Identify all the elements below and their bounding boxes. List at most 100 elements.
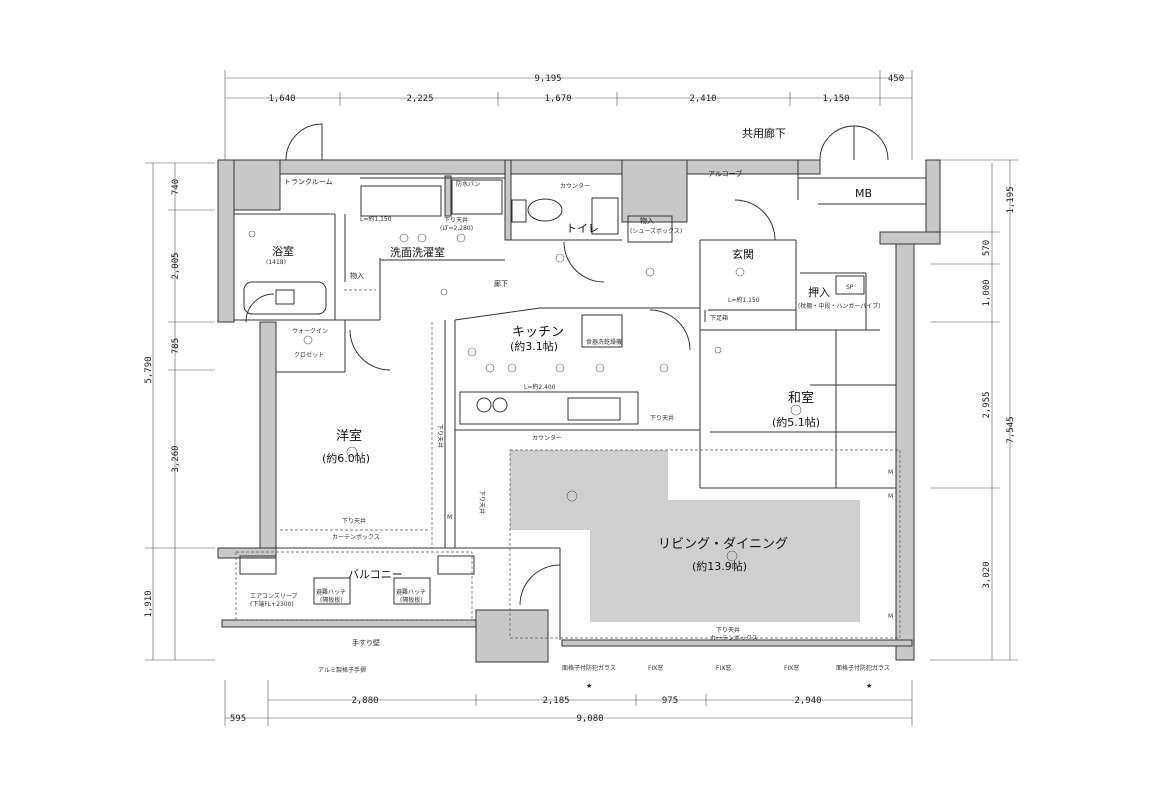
label-evac-sub-2: (隔板板) bbox=[400, 596, 423, 604]
dim-top-seg-3: 1,670 bbox=[544, 94, 571, 104]
dim-left-seg-4: 3,260 bbox=[171, 445, 181, 472]
stove-burner-2 bbox=[492, 397, 508, 413]
dim-top-extra: 450 bbox=[888, 74, 904, 84]
label-shoe-box: 下足箱 bbox=[710, 314, 728, 322]
dim-right-seg-5: 3,020 bbox=[982, 561, 992, 588]
label-fix-window-2: FIX窓 bbox=[716, 664, 731, 672]
bottom-dimensions: 2,880 2,185 975 2,940 9,080 595 bbox=[224, 680, 913, 726]
aircon-box-2 bbox=[437, 555, 475, 575]
label-storage-sub: (シューズボックス) bbox=[630, 227, 682, 235]
storage-box bbox=[627, 215, 673, 243]
label-washitsu: 和室 bbox=[788, 390, 814, 406]
label-ceiling-height-wash: (LT=2,280) bbox=[440, 225, 473, 232]
label-closet: クロゼット bbox=[294, 351, 324, 359]
kitchen-counter bbox=[459, 391, 639, 425]
label-living: リビング・ダイニング bbox=[658, 537, 788, 552]
label-alcove: アルコーブ bbox=[708, 169, 742, 178]
dim-left-seg-2: 2,005 bbox=[171, 252, 181, 279]
label-fix-window-1: FIX窓 bbox=[648, 664, 663, 672]
label-hallway: 廊下 bbox=[494, 279, 508, 288]
toilet-counter bbox=[591, 197, 619, 235]
fixture-symbols bbox=[248, 230, 802, 562]
aircon-box bbox=[239, 555, 277, 575]
evac-hatch-1-box bbox=[313, 577, 351, 605]
dim-left-total: 5,790 bbox=[144, 356, 154, 383]
label-m-4: M bbox=[888, 613, 893, 620]
label-sp: SP bbox=[846, 284, 854, 291]
doors bbox=[245, 123, 889, 606]
label-m-2: M bbox=[888, 469, 893, 476]
dim-top-seg-4: 2,410 bbox=[689, 94, 716, 104]
label-living-size: (約13.9帖) bbox=[692, 559, 747, 573]
bathtub bbox=[243, 281, 327, 315]
dim-left-seg-3: 785 bbox=[171, 338, 181, 354]
label-dishwasher: 食器洗乾燥機 bbox=[586, 338, 622, 346]
label-handrail: 手すり壁 bbox=[352, 638, 380, 647]
label-mb: MB bbox=[855, 187, 872, 200]
kitchen-sink bbox=[567, 397, 621, 421]
dim-bottom-seg-2: 2,185 bbox=[542, 696, 569, 706]
label-kitchen-size: (約3.1帖) bbox=[510, 339, 558, 353]
evac-hatch-2-box bbox=[393, 577, 431, 605]
dim-right-seg-2: 570 bbox=[982, 240, 992, 256]
toilet-tank bbox=[511, 199, 527, 223]
fridge-space bbox=[581, 314, 623, 348]
label-window-note-1: 面格子付防犯ガラス bbox=[562, 664, 616, 672]
label-washitsu-size: (約5.1帖) bbox=[772, 415, 820, 429]
label-counter: カウンター bbox=[532, 434, 562, 442]
label-curtain-box-western: カーテンボックス bbox=[332, 533, 380, 541]
label-alu-rail: アルミ製格子手摺 bbox=[318, 666, 366, 674]
label-ceiling-note-kitchen: 下り天井 bbox=[650, 414, 674, 422]
toilet-bowl bbox=[527, 198, 563, 222]
dim-bottom-total: 9,080 bbox=[576, 714, 603, 724]
bath-faucet bbox=[275, 289, 295, 305]
label-ceiling-note-wash: 下り天井 bbox=[444, 216, 468, 224]
label-star-2: ★ bbox=[866, 682, 872, 690]
walls bbox=[217, 159, 941, 663]
dim-bottom-left: 595 bbox=[230, 714, 246, 724]
label-kitchen-l: L=約2,400 bbox=[524, 383, 556, 391]
washbasin-counter bbox=[360, 185, 442, 217]
label-common-corridor: 共用廊下 bbox=[742, 126, 786, 140]
label-entrance-l: L=約1,150 bbox=[728, 296, 760, 304]
label-oshiire-sub: (枕棚・中段・ハンガーパイプ) bbox=[798, 302, 881, 310]
label-star-1: ★ bbox=[586, 682, 592, 690]
label-oshiire: 押入 bbox=[808, 285, 830, 299]
label-toilet: トイレ bbox=[566, 222, 599, 235]
dim-top-seg-1: 1,640 bbox=[268, 94, 295, 104]
dim-top-total: 9,195 bbox=[534, 74, 561, 84]
living-floor-shading-2 bbox=[590, 500, 860, 622]
label-evac-sub-1: (隔板板) bbox=[320, 596, 343, 604]
label-entrance: 玄関 bbox=[732, 247, 754, 261]
label-evac-hatch-1: 避難ハッチ bbox=[316, 588, 346, 596]
stove-burner-1 bbox=[476, 397, 492, 413]
dim-top-seg-2: 2,225 bbox=[406, 94, 433, 104]
dim-bottom-seg-3: 975 bbox=[662, 696, 678, 706]
top-dimensions: 9,195 450 1,640 2,225 1,670 2,410 1,150 bbox=[224, 70, 913, 160]
label-bath-size: (1418) bbox=[266, 259, 286, 266]
label-curtain-box-living: カーテンボックス bbox=[710, 634, 758, 642]
oshiire-sp-box bbox=[835, 275, 865, 295]
label-wash-l: L=約1,150 bbox=[360, 215, 392, 223]
right-dimensions: 1,195 570 1,000 2,955 3,020 7,545 bbox=[930, 159, 1018, 661]
label-ceiling-note-living: 下り天井 bbox=[716, 626, 740, 634]
dim-left-seg-5: 1,910 bbox=[144, 590, 154, 617]
label-evac-hatch-2: 避難ハッチ bbox=[396, 588, 426, 596]
dim-left-seg-1: 740 bbox=[171, 179, 181, 195]
label-aircon-height: (下端FL+2300) bbox=[250, 600, 294, 608]
label-western: 洋室 bbox=[336, 428, 362, 444]
label-m-1: M bbox=[447, 514, 452, 521]
label-washroom: 洗面洗濯室 bbox=[390, 245, 445, 259]
label-trunk-room: トランクルーム bbox=[284, 178, 333, 186]
label-window-note-2: 面格子付防犯ガラス bbox=[836, 664, 890, 672]
label-ceiling-note-vertical-2: 下り天井 bbox=[436, 424, 444, 448]
dim-right-seg-4: 2,955 bbox=[982, 391, 992, 418]
label-aircon-sleeve: エアコンスリーブ bbox=[250, 592, 298, 600]
label-ceiling-note-western: 下り天井 bbox=[342, 517, 366, 525]
label-balcony: バルコニー bbox=[348, 568, 403, 581]
label-counter-top: カウンター bbox=[560, 182, 590, 190]
dim-bottom-seg-1: 2,880 bbox=[351, 696, 378, 706]
dim-right-seg-3: 1,000 bbox=[982, 279, 992, 306]
label-bath: 浴室 bbox=[272, 244, 294, 258]
